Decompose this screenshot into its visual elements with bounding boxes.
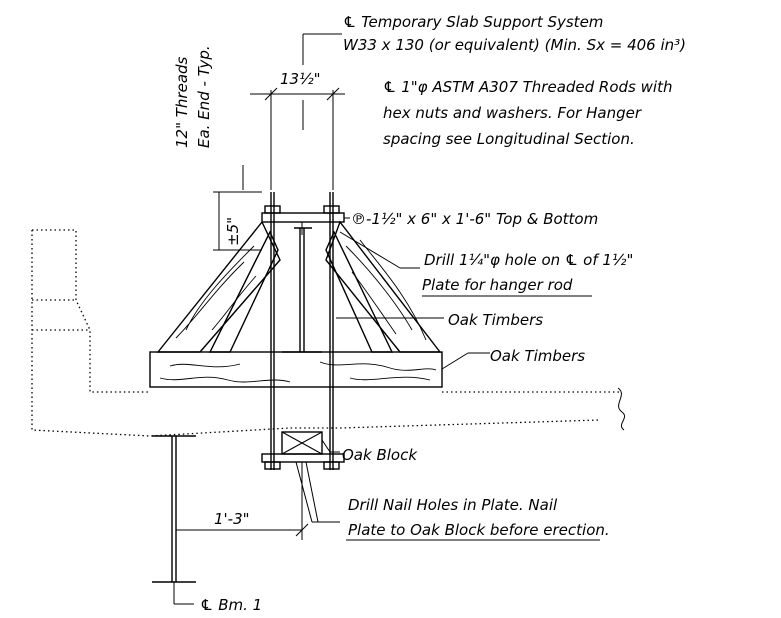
threads-note-line-1: 12" Threads	[173, 56, 191, 148]
dim-tick-left	[264, 87, 278, 101]
nut-bottom-left	[264, 461, 281, 470]
dim-tick-right	[326, 87, 340, 101]
nail-note-line-2: Plate to Oak Block before erection.	[348, 521, 610, 539]
nut-bottom-right	[323, 461, 340, 470]
drill-note-line-1: Drill 1¼"φ hole on ℄ of 1½"	[424, 251, 633, 269]
beam-label: ℄ Bm. 1	[200, 596, 262, 613]
title-line-1: ℄ Temporary Slab Support System	[343, 13, 603, 31]
oak-timber-beam	[149, 351, 443, 388]
dim-plus-minus: ±5"	[224, 217, 242, 246]
barrier-outline	[32, 229, 150, 393]
oak-timbers-label-2: Oak Timbers	[490, 347, 585, 365]
rod-note-line-1: ℄ 1"φ ASTM A307 Threaded Rods with	[383, 78, 672, 96]
nut-top-left	[264, 205, 281, 214]
break-line	[617, 387, 626, 431]
oak-block-label: Oak Block	[342, 446, 418, 464]
oak-timbers-label-1: Oak Timbers	[448, 311, 543, 329]
rod-note-line-2: hex nuts and washers. For Hanger	[383, 104, 642, 122]
nut-top-right	[323, 205, 340, 214]
threads-note-line-2: Ea. End - Typ.	[195, 45, 213, 148]
dim-rod-spacing: 13½"	[280, 70, 321, 88]
nail-note-line-1: Drill Nail Holes in Plate. Nail	[348, 496, 558, 514]
title-line-2: W33 x 130 (or equivalent) (Min. Sx = 406…	[343, 36, 686, 54]
dim-offset: 1'-3"	[214, 510, 250, 528]
plate-note: ℗-1½" x 6" x 1'-6" Top & Bottom	[351, 210, 598, 228]
bottom-plate	[261, 453, 345, 463]
slab-outline	[31, 230, 601, 437]
rod-note-line-3: spacing see Longitudinal Section.	[383, 130, 635, 148]
drill-note-line-2: Plate for hanger rod	[422, 276, 573, 294]
drill-leader	[339, 231, 401, 269]
